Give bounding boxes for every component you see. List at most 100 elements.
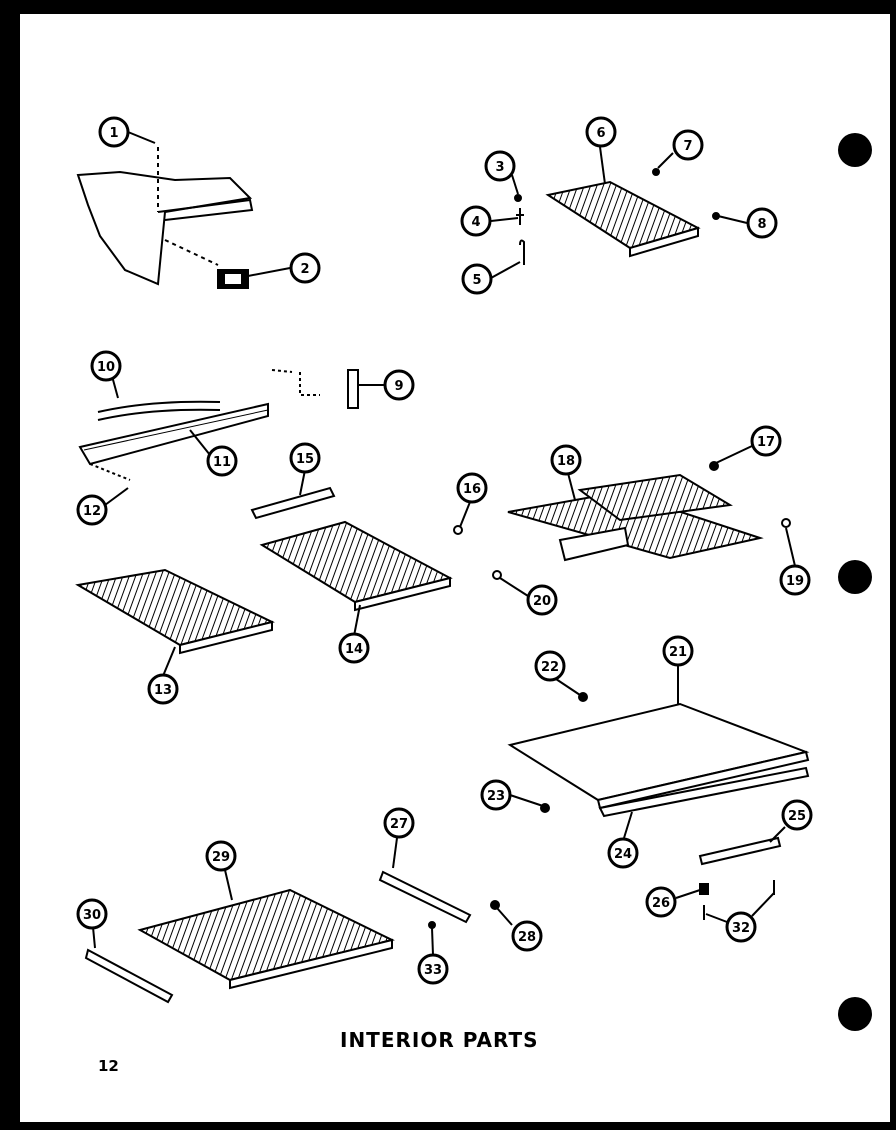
callout-circle	[338, 632, 370, 664]
callout-circle	[645, 886, 677, 918]
callout-number: 30	[83, 908, 101, 923]
callout-circle	[206, 445, 238, 477]
callout-number: 11	[213, 455, 231, 470]
shelf-part-6	[514, 168, 720, 265]
callout-number: 6	[596, 126, 605, 141]
callout-3: 3	[484, 150, 516, 182]
callout-circle	[779, 564, 811, 596]
callout-number: 19	[786, 574, 804, 589]
callout-circle	[460, 205, 492, 237]
callout-7: 7	[672, 129, 704, 161]
callout-23: 23	[480, 779, 512, 811]
callout-33: 33	[417, 953, 449, 985]
callout-number: 29	[212, 850, 230, 865]
callout-circle	[289, 252, 321, 284]
callout-circle	[383, 369, 415, 401]
callout-group: 1234567891011121314151617181920212223242…	[76, 116, 813, 985]
callout-number: 5	[472, 273, 481, 288]
callout-25: 25	[781, 799, 813, 831]
shelf-part-14	[250, 486, 453, 612]
shelf-part-13	[75, 568, 275, 655]
callout-circle	[76, 494, 108, 526]
shelf-assembly-part-18	[453, 461, 791, 580]
callout-number: 26	[652, 896, 670, 911]
callout-4: 4	[460, 205, 492, 237]
callout-circle	[725, 911, 757, 943]
callout-circle	[90, 350, 122, 382]
page-title: INTERIOR PARTS	[340, 1028, 539, 1052]
callout-29: 29	[205, 840, 237, 872]
callout-number: 12	[83, 504, 101, 519]
callout-number: 18	[557, 454, 575, 469]
page-number: 12	[98, 1057, 119, 1075]
rail-part-27	[378, 870, 500, 929]
callout-number: 9	[394, 379, 403, 394]
callout-27: 27	[383, 807, 415, 839]
panel-part-21	[507, 692, 810, 818]
callout-circle	[484, 150, 516, 182]
callout-number: 2	[300, 262, 309, 277]
callout-circle	[456, 472, 488, 504]
callout-9: 9	[383, 369, 415, 401]
callout-number: 4	[471, 215, 480, 230]
callout-number: 22	[541, 660, 559, 675]
callout-32: 32	[725, 911, 757, 943]
cabinet-corner-part	[76, 147, 254, 289]
callout-circle	[383, 807, 415, 839]
binder-hole-middle	[838, 560, 872, 594]
callout-number: 21	[669, 645, 687, 660]
callout-circle	[672, 129, 704, 161]
callout-number: 10	[97, 360, 115, 375]
callout-5: 5	[461, 263, 493, 295]
callout-number: 20	[533, 594, 551, 609]
callout-20: 20	[526, 584, 558, 616]
callout-circle	[480, 779, 512, 811]
callout-number: 3	[495, 160, 504, 175]
callout-circle	[662, 635, 694, 667]
binder-hole-bottom	[838, 997, 872, 1031]
callout-number: 17	[757, 435, 775, 450]
callout-28: 28	[511, 920, 543, 952]
callout-15: 15	[289, 442, 321, 474]
callout-30: 30	[76, 898, 108, 930]
callout-number: 15	[296, 452, 314, 467]
callout-21: 21	[662, 635, 694, 667]
callout-12: 12	[76, 494, 108, 526]
callout-19: 19	[779, 564, 811, 596]
callout-number: 28	[518, 930, 536, 945]
callout-8: 8	[746, 207, 778, 239]
callout-circle	[607, 837, 639, 869]
callout-circle	[98, 116, 130, 148]
callout-circle	[417, 953, 449, 985]
callout-11: 11	[206, 445, 238, 477]
callout-circle	[147, 673, 179, 705]
callout-circle	[746, 207, 778, 239]
callout-2: 2	[289, 252, 321, 284]
callout-number: 16	[463, 482, 481, 497]
callout-number: 23	[487, 789, 505, 804]
binder-hole-top	[838, 133, 872, 167]
shelf-part-29	[137, 888, 395, 990]
callout-6: 6	[585, 116, 617, 148]
callout-circle	[750, 425, 782, 457]
callout-circle	[76, 898, 108, 930]
callout-26: 26	[645, 886, 677, 918]
rail-part-30	[84, 948, 174, 1004]
callout-circle	[511, 920, 543, 952]
callout-number: 32	[732, 921, 750, 936]
callout-18: 18	[550, 444, 582, 476]
trim-part-25	[698, 836, 782, 920]
callout-22: 22	[534, 650, 566, 682]
callout-circle	[461, 263, 493, 295]
callout-16: 16	[456, 472, 488, 504]
callout-1: 1	[98, 116, 130, 148]
callout-10: 10	[90, 350, 122, 382]
callout-14: 14	[338, 632, 370, 664]
callout-number: 27	[390, 817, 408, 832]
callout-circle	[289, 442, 321, 474]
callout-number: 13	[154, 683, 172, 698]
callout-number: 7	[683, 139, 692, 154]
callout-number: 1	[109, 126, 118, 141]
callout-number: 33	[424, 963, 442, 978]
